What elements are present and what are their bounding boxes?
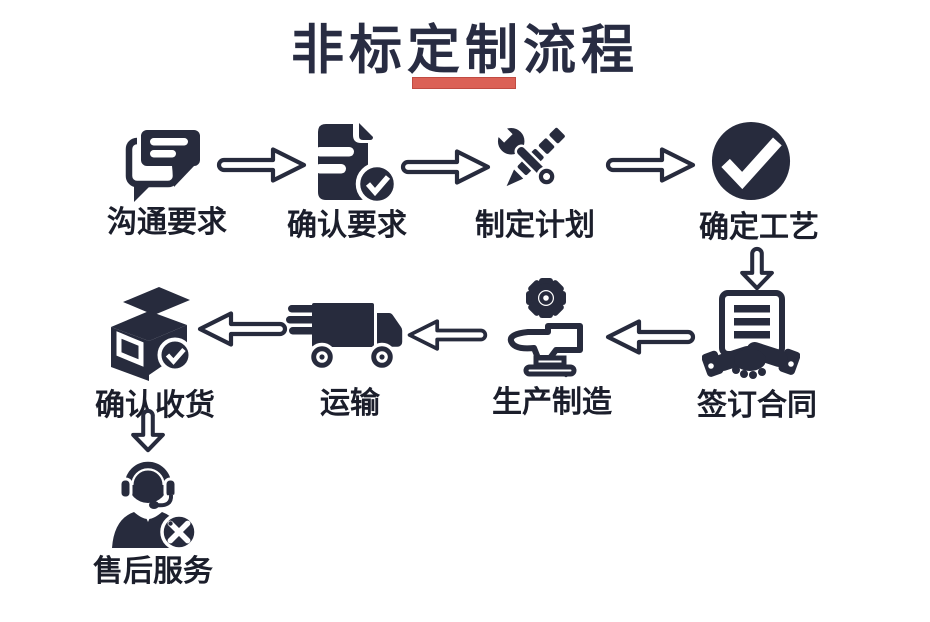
step-label-confirm-process: 确定工艺 [699,211,819,244]
flow-arrow-down-2 [128,408,168,454]
flow-arrow-right-1 [214,145,310,185]
wrench-pencil-icon [492,122,565,187]
package-check-icon [111,287,193,381]
step-label-make-plan: 制定计划 [475,209,595,242]
title-underline [412,77,516,89]
step-label-after-sales: 售后服务 [93,555,213,588]
flow-arrow-left-2 [406,315,488,355]
flow-arrow-left-1 [603,317,697,357]
flow-arrow-down-1 [737,246,777,292]
delivery-truck-icon [286,303,403,372]
forging-machine-icon [507,278,583,378]
page-title: 非标定制流程 [291,22,639,80]
step-label-communicate: 沟通要求 [107,206,227,239]
step-label-confirm-req: 确认要求 [287,209,407,242]
customer-service-icon [112,459,198,551]
flow-arrow-right-3 [604,145,698,185]
chat-bubbles-icon [125,126,204,202]
step-label-transport: 运输 [320,387,380,420]
flow-arrow-left-3 [196,309,288,349]
check-circle-icon [711,121,791,201]
flow-arrow-right-2 [400,147,492,187]
step-label-sign-contract: 签订合同 [697,389,817,422]
contract-handshake-icon [702,290,800,379]
step-label-manufacturing: 生产制造 [492,386,612,419]
document-check-icon [315,123,397,204]
step-label-confirm-receipt: 确认收货 [95,389,215,422]
